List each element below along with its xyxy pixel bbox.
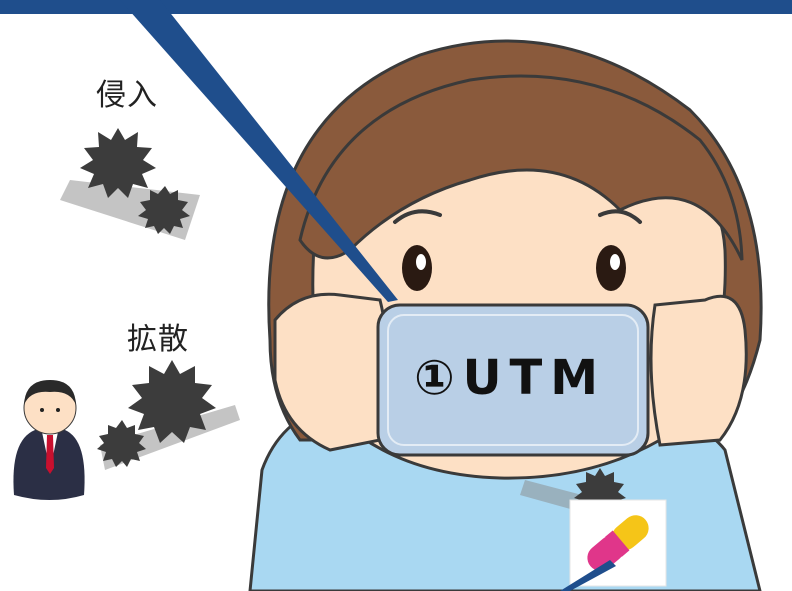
callout-pointer — [120, 0, 398, 302]
mask — [376, 303, 650, 457]
virus-icon — [97, 360, 240, 470]
label-invasion: 侵入 — [96, 78, 158, 113]
businessman-icon — [13, 380, 85, 500]
right-eye — [596, 245, 626, 291]
label-spread: 拡散 — [127, 322, 189, 357]
capsule-icon — [560, 499, 667, 591]
top-banner — [0, 0, 792, 14]
virus-icon — [60, 128, 200, 240]
girl-with-mask-illustration — [248, 39, 763, 591]
left-eye — [402, 245, 432, 291]
mask-label-utm: ①UTM — [413, 350, 607, 406]
